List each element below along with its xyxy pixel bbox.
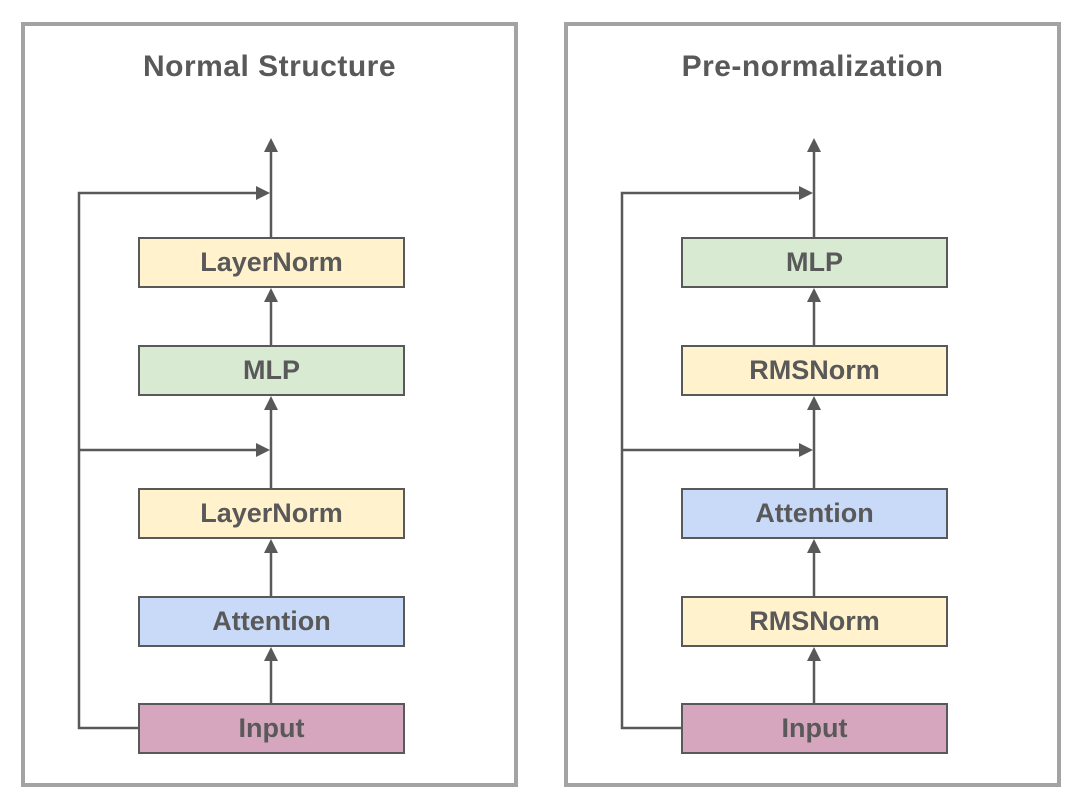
skip-mid-arrowhead [256, 443, 270, 457]
skip-rail [620, 191, 799, 730]
flow-arrows [620, 138, 821, 730]
block-input: Input [681, 703, 948, 754]
panel-title: Normal Structure [142, 50, 397, 83]
skip-top-arrowhead [256, 186, 270, 200]
block-layernorm-bottom: LayerNorm [138, 488, 405, 539]
panel-title: Pre-normalization [681, 50, 944, 83]
flow-arrows [77, 138, 278, 730]
skip-top-arrowhead [799, 186, 813, 200]
block-attention: Attention [681, 488, 948, 539]
skip-rail [77, 191, 256, 730]
block-rmsnorm-top: RMSNorm [681, 345, 948, 396]
block-input: Input [138, 703, 405, 754]
block-rmsnorm-bottom: RMSNorm [681, 596, 948, 647]
block-layernorm-top: LayerNorm [138, 237, 405, 288]
panel-pre-normalization: Pre-normalization MLP RMSNorm Attention … [564, 22, 1061, 787]
block-attention: Attention [138, 596, 405, 647]
block-mlp: MLP [138, 345, 405, 396]
skip-mid-arrowhead [799, 443, 813, 457]
panel-normal-structure: Normal Structure LayerNorm MLP LayerNorm… [21, 22, 518, 787]
block-mlp: MLP [681, 237, 948, 288]
